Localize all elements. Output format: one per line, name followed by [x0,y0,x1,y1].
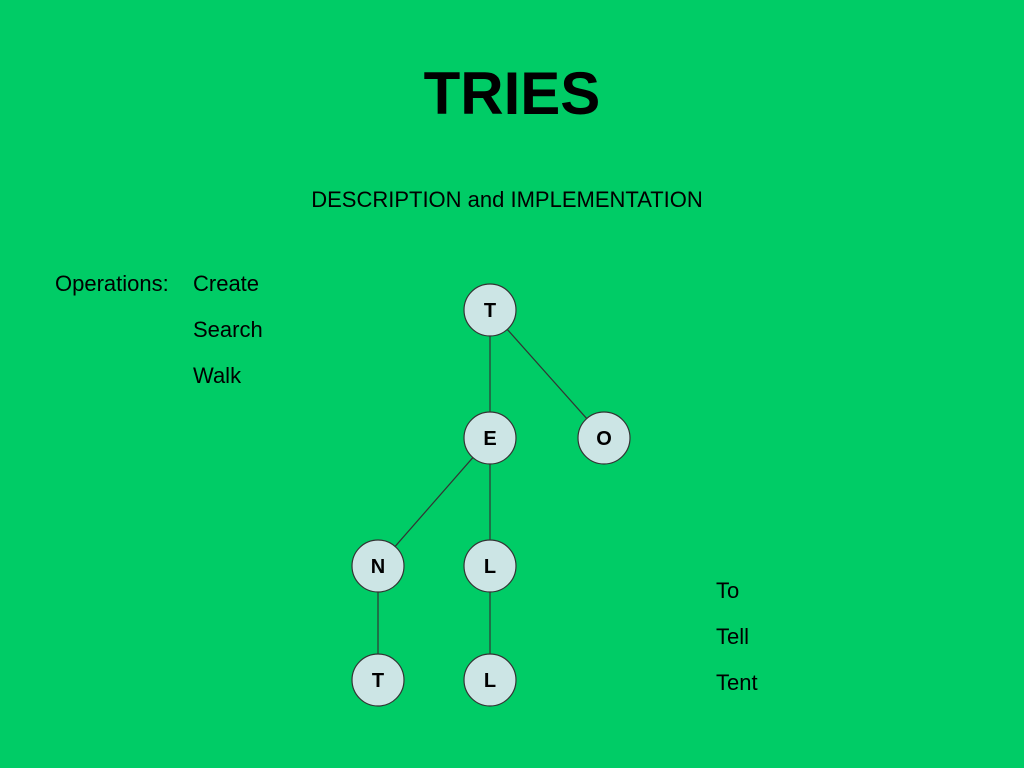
slide-title: TRIES [423,60,601,127]
slide-subtitle: DESCRIPTION and IMPLEMENTATION [311,187,703,212]
trie-node-e: E [463,411,517,465]
trie-nodes: T E O N L T L [351,283,631,707]
trie-node-root: T [463,283,517,337]
trie-node-circle [351,653,405,707]
word-list: To Tell Tent [716,577,758,715]
trie-node-letter: L [484,670,496,692]
trie-node-o: O [577,411,631,465]
trie-node-n: N [351,539,405,593]
operations-list: Create Search Walk [193,270,263,408]
trie-node-l2: L [463,653,517,707]
trie-node-circle [463,653,517,707]
word-item: Tell [716,624,750,649]
operation-item: Walk [193,363,242,388]
trie-node-letter: E [483,428,496,450]
trie-node-circle [351,539,405,593]
trie-node-circle [463,411,517,465]
trie-node-t2: T [351,653,405,707]
trie-edge-root-o [506,329,588,419]
trie-node-circle [463,539,517,593]
operation-item: Create [193,271,260,296]
trie-node-letter: T [372,670,384,692]
operations-label: Operations: [55,271,169,296]
word-item: To [716,578,740,603]
trie-node-letter: T [484,300,496,322]
trie-node-letter: O [596,428,612,450]
trie-edges [377,329,588,654]
trie-node-circle [577,411,631,465]
trie-node-letter: L [484,556,496,578]
trie-node-letter: N [371,556,385,578]
operation-item: Search [193,317,263,342]
trie-edge-e-n [394,457,474,547]
trie-node-l1: L [463,539,517,593]
trie-node-circle [463,283,517,337]
word-item: Tent [716,670,758,695]
